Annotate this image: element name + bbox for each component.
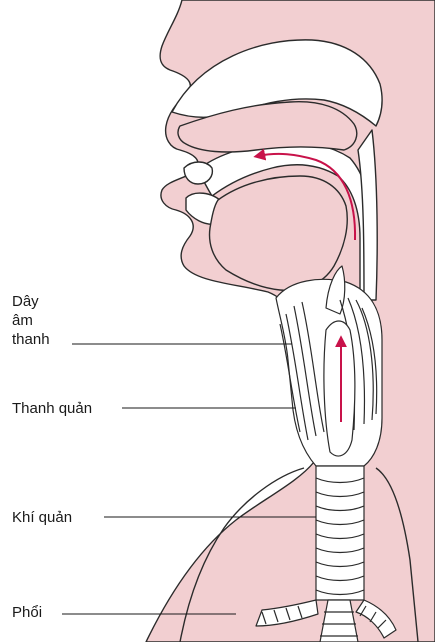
glottis-channel: [324, 321, 355, 456]
label-lungs: Phổi: [12, 603, 42, 622]
larynx: [276, 266, 382, 466]
upper-lip: [184, 162, 212, 184]
label-vocal-cords: Dây âm thanh: [12, 292, 50, 349]
label-vocal-cords-line2: âm: [12, 311, 50, 330]
label-vocal-cords-line1: Dây: [12, 292, 50, 311]
tongue: [210, 176, 348, 290]
label-vocal-cords-line3: thanh: [12, 330, 50, 349]
label-trachea: Khí quản: [12, 508, 72, 527]
label-larynx: Thanh quản: [12, 399, 92, 418]
